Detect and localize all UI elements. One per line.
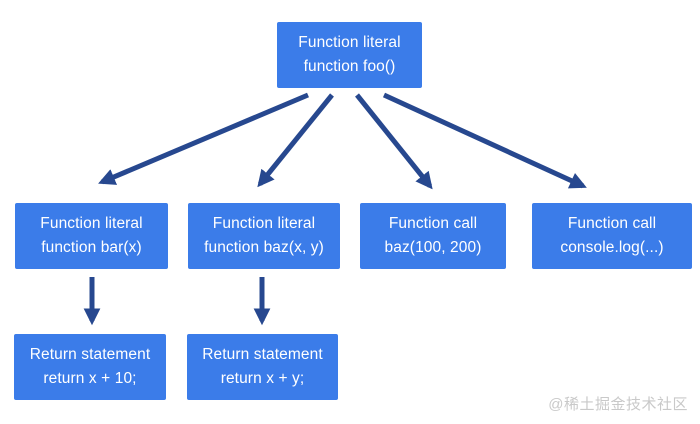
node-line2: function bar(x) xyxy=(41,239,142,256)
node-line1: Function call xyxy=(567,215,657,232)
arrow-foo-to-baz-call xyxy=(355,93,433,190)
arrow-foo-to-console-call xyxy=(382,92,587,189)
node-function-literal-foo: Function literal function foo() xyxy=(277,22,422,88)
watermark: @稀土掘金技术社区 xyxy=(548,396,688,413)
arrow-foo-to-bar xyxy=(98,92,309,185)
node-return-statement-x-plus-10: Return statement return x + 10; xyxy=(14,334,166,400)
node-line1: Function call xyxy=(388,215,478,232)
node-line1: Function literal xyxy=(40,215,143,232)
node-line1: Return statement xyxy=(29,346,151,363)
node-line1: Return statement xyxy=(202,346,323,363)
node-return-statement-x-plus-y: Return statement return x + y; xyxy=(187,334,338,400)
node-line2: console.log(...) xyxy=(560,239,664,256)
node-function-call-baz: Function call baz(100, 200) xyxy=(360,203,506,269)
node-line2: function foo() xyxy=(303,58,396,75)
node-function-literal-bar: Function literal function bar(x) xyxy=(15,203,168,269)
node-line2: return x + 10; xyxy=(43,370,137,387)
arrow-foo-to-baz-literal xyxy=(257,93,334,188)
node-function-literal-baz: Function literal function baz(x, y) xyxy=(188,203,340,269)
node-line1: Function literal xyxy=(212,215,316,232)
node-line2: baz(100, 200) xyxy=(384,239,482,256)
node-line2: function baz(x, y) xyxy=(204,239,324,256)
node-line1: Function literal xyxy=(298,34,401,51)
node-line2: return x + y; xyxy=(220,370,305,387)
node-function-call-console-log: Function call console.log(...) xyxy=(532,203,692,269)
